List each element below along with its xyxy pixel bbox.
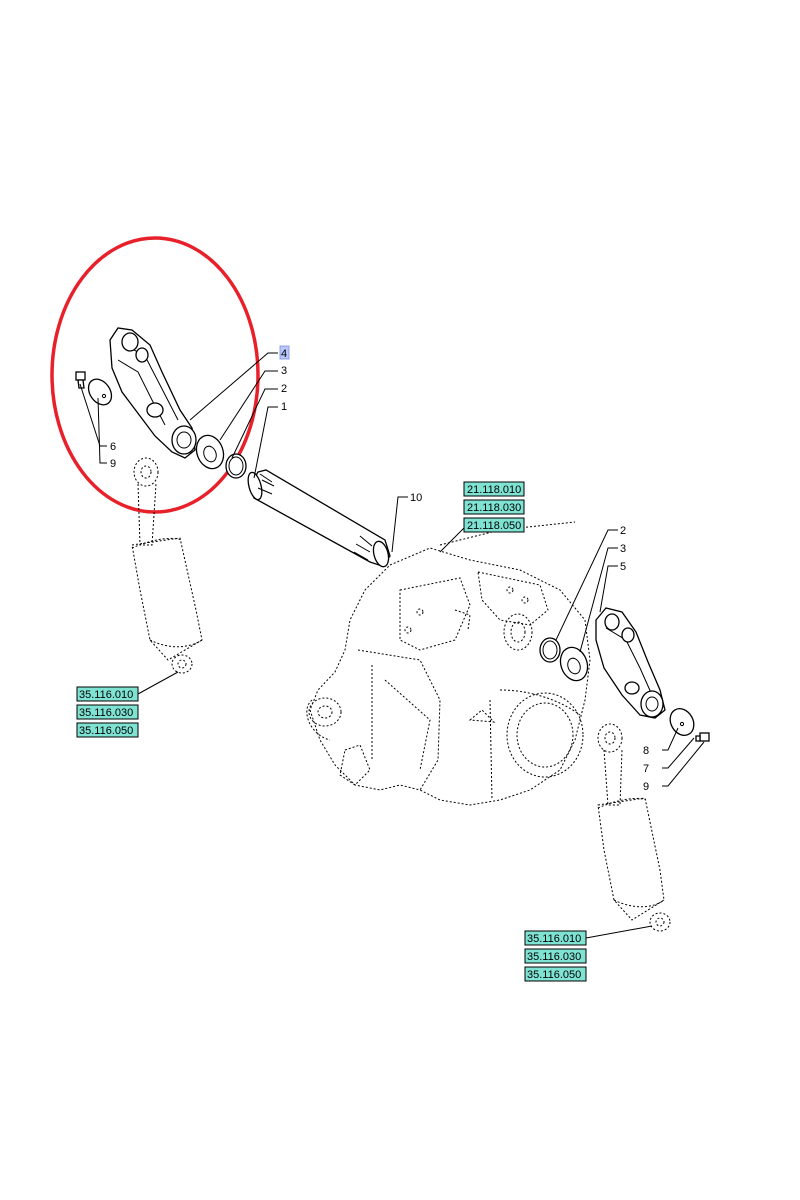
reference-link[interactable]: 35.116.050 <box>76 722 139 738</box>
item-label-9[interactable]: 9 <box>643 781 649 793</box>
reference-link[interactable]: 21.118.010 <box>463 481 525 497</box>
item-labels-right: 2 3 5 8 7 9 <box>620 525 649 793</box>
svg-text:21.118.010: 21.118.010 <box>467 484 521 496</box>
item-label-8[interactable]: 8 <box>643 745 649 757</box>
reference-group-center: 21.118.010 21.118.030 21.118.050 <box>463 481 525 533</box>
item-labels-top-left: 4 3 2 1 6 9 <box>110 345 290 470</box>
spacer-washer-icon[interactable] <box>556 644 592 685</box>
reference-link[interactable]: 35.116.030 <box>524 948 587 964</box>
reference-link[interactable]: 21.118.050 <box>463 517 525 533</box>
selected-item-highlight <box>279 345 290 360</box>
svg-text:35.116.050: 35.116.050 <box>79 725 133 737</box>
item-label-9[interactable]: 9 <box>110 458 116 470</box>
leader-lines <box>79 352 705 939</box>
item-label-5[interactable]: 5 <box>620 561 626 573</box>
item-label-10[interactable]: 10 <box>410 492 422 504</box>
lift-arm-icon[interactable] <box>595 607 666 719</box>
svg-text:21.118.030: 21.118.030 <box>467 502 521 514</box>
item-label-4[interactable]: 4 <box>281 348 287 360</box>
item-label-1[interactable]: 1 <box>281 401 287 413</box>
item-label-2[interactable]: 2 <box>620 525 626 537</box>
spacer-washer-icon[interactable] <box>192 432 228 473</box>
reference-link[interactable]: 35.116.010 <box>524 930 587 946</box>
item-labels-center: 10 <box>410 492 422 504</box>
washer-icon[interactable] <box>665 704 698 739</box>
reference-link[interactable]: 35.116.050 <box>524 966 587 982</box>
bolt-icon[interactable] <box>75 371 86 389</box>
reference-group-left: 35.116.010 35.116.030 35.116.050 <box>76 686 139 738</box>
red-ellipse-icon <box>50 236 260 514</box>
item-label-6[interactable]: 6 <box>110 441 116 453</box>
svg-text:35.116.010: 35.116.010 <box>527 933 581 945</box>
bolt-icon[interactable] <box>695 732 710 742</box>
svg-text:35.116.010: 35.116.010 <box>79 689 133 701</box>
reference-group-right: 35.116.010 35.116.030 35.116.050 <box>524 930 587 982</box>
reference-link[interactable]: 35.116.010 <box>76 686 139 702</box>
reference-link[interactable]: 35.116.030 <box>76 704 139 720</box>
svg-text:35.116.030: 35.116.030 <box>79 707 133 719</box>
lift-arm-icon[interactable] <box>109 327 197 459</box>
item-label-3[interactable]: 3 <box>281 365 287 377</box>
transmission-housing-icon <box>306 521 591 806</box>
washer-icon[interactable] <box>84 375 116 409</box>
item-label-7[interactable]: 7 <box>643 763 649 775</box>
snap-ring-icon[interactable] <box>225 453 247 479</box>
reference-link[interactable]: 21.118.030 <box>463 499 525 515</box>
svg-text:35.116.050: 35.116.050 <box>527 969 581 981</box>
svg-text:21.118.050: 21.118.050 <box>467 520 521 532</box>
item-label-3[interactable]: 3 <box>620 543 626 555</box>
hydraulic-cylinder-icon[interactable] <box>597 723 671 932</box>
hydraulic-cylinder-icon[interactable] <box>131 457 203 674</box>
item-label-2[interactable]: 2 <box>281 383 287 395</box>
splined-shaft-icon[interactable] <box>246 469 392 568</box>
snap-ring-icon[interactable] <box>539 637 561 663</box>
svg-text:35.116.030: 35.116.030 <box>527 951 581 963</box>
